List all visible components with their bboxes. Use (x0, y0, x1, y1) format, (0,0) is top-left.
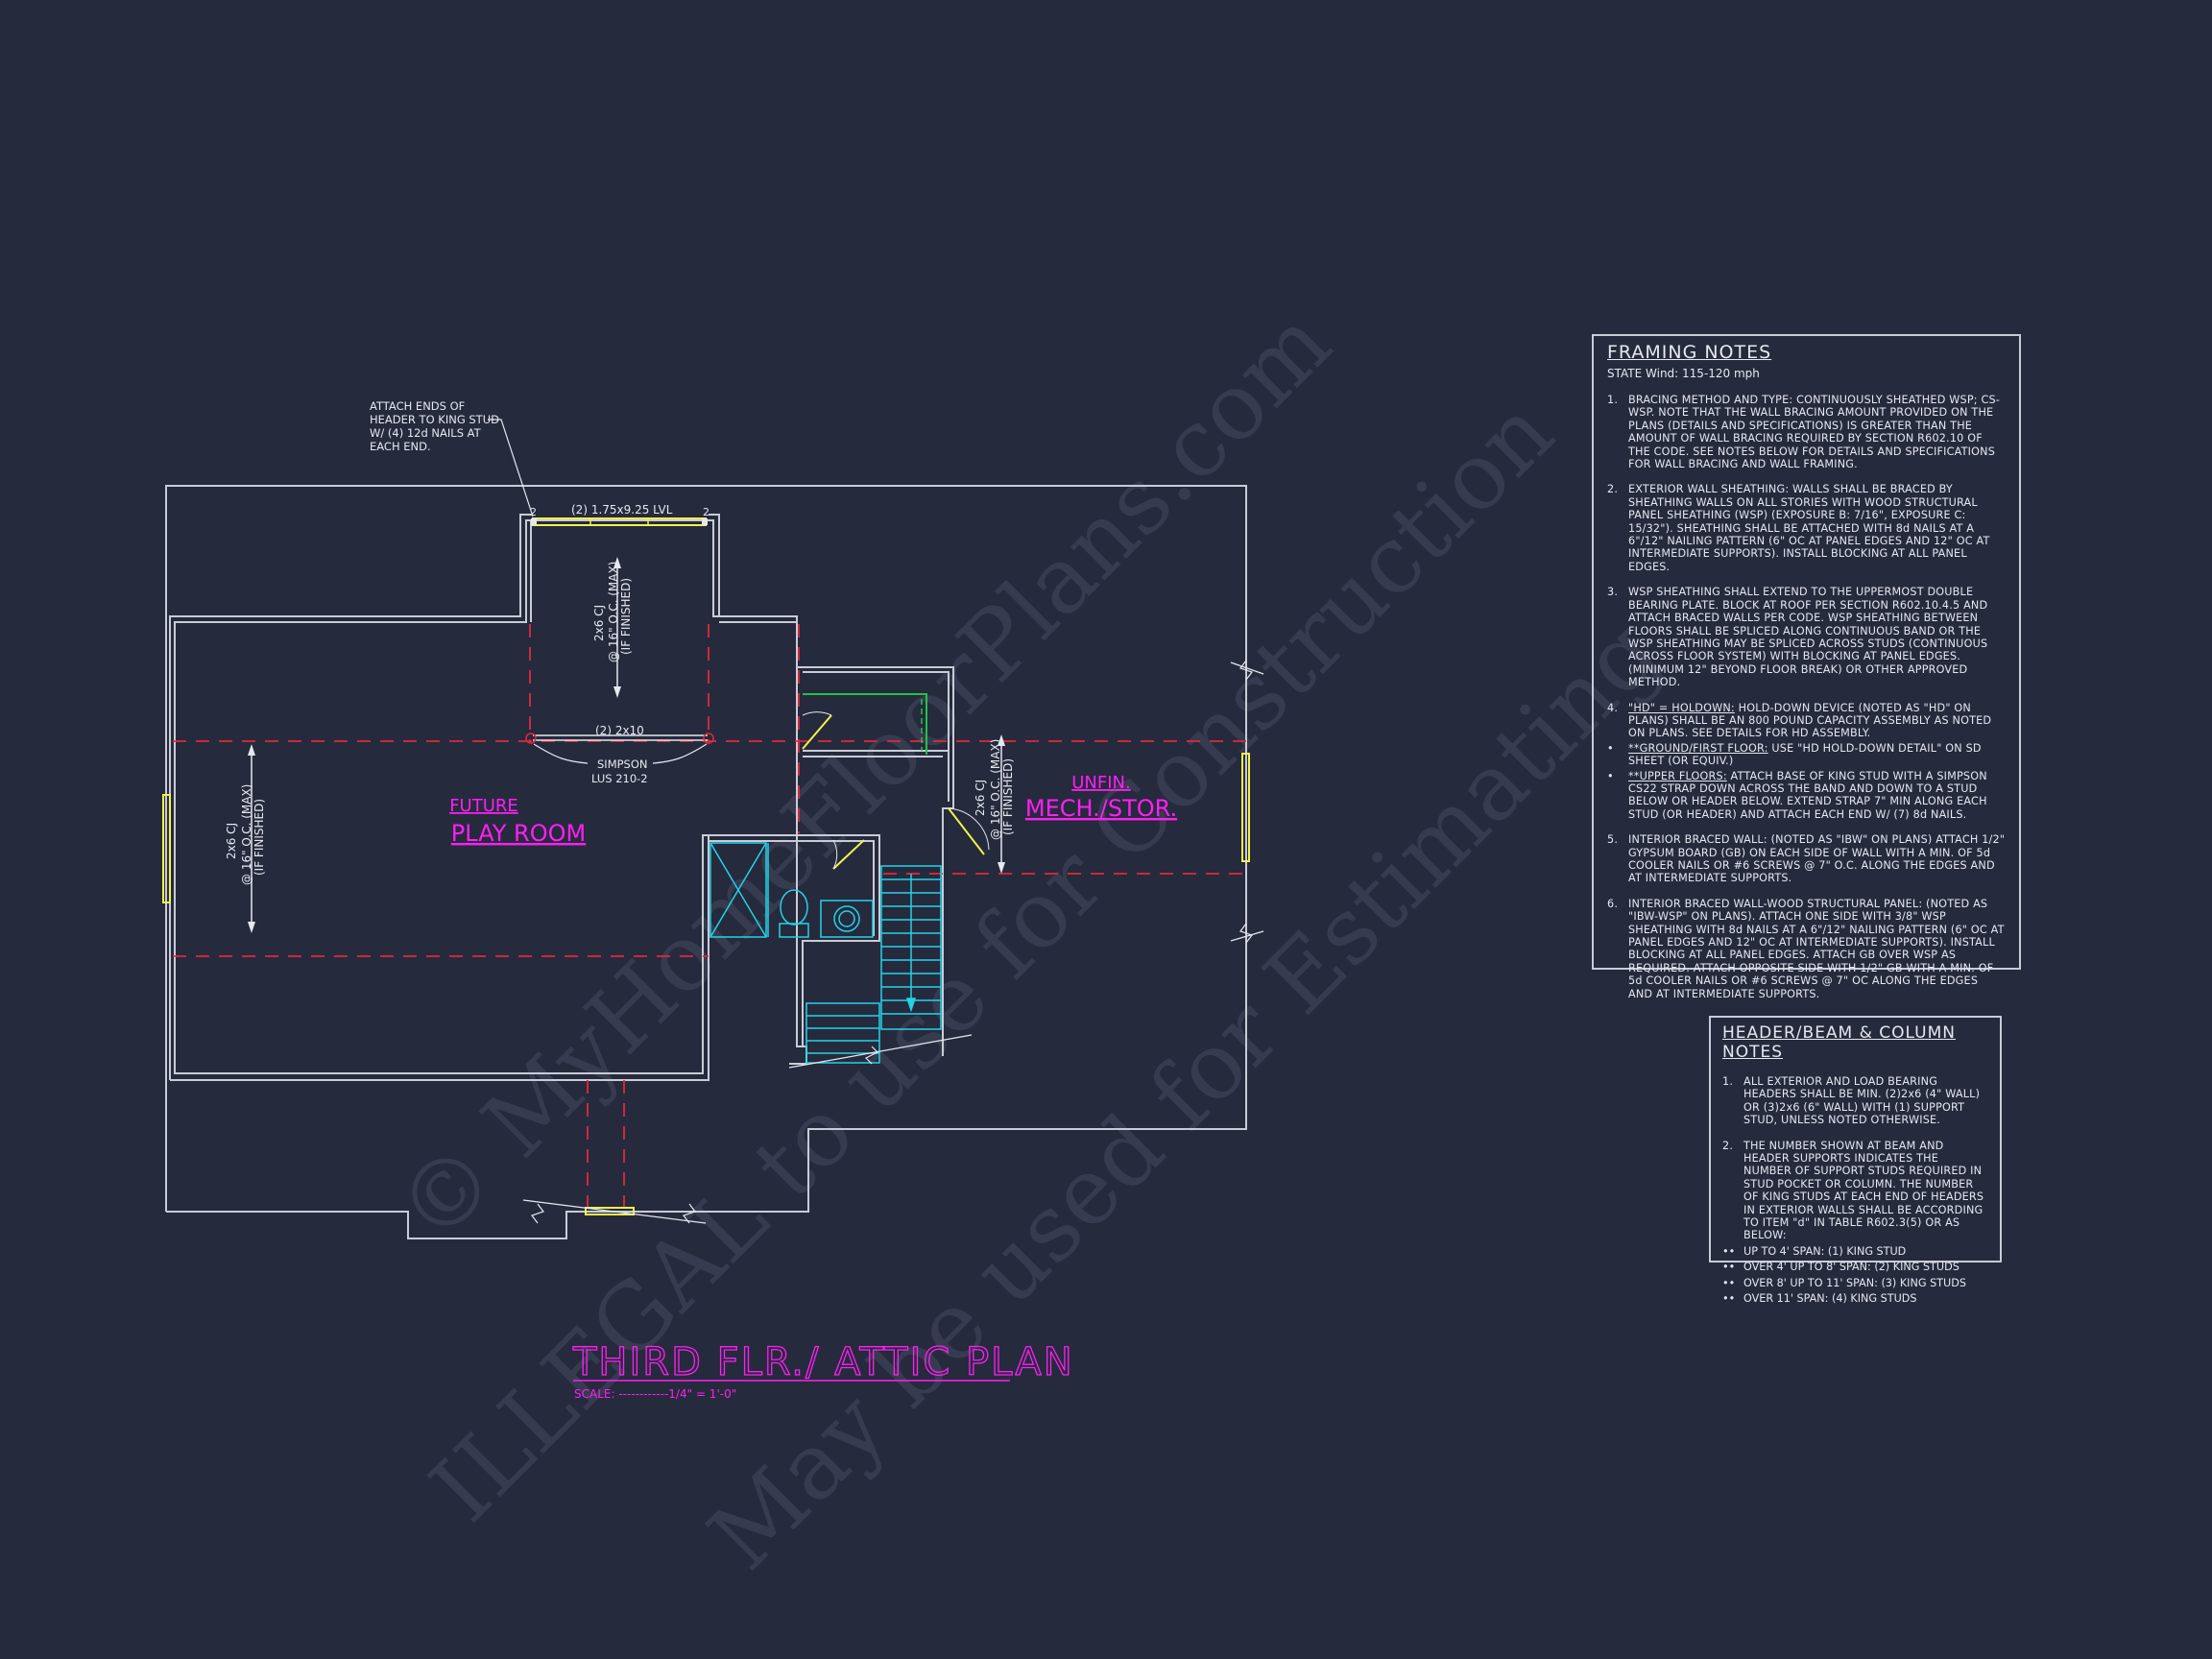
bath-door (832, 839, 865, 870)
beam-2x10: (2) 2x10 SIMPSON LUS 210-2 (525, 724, 714, 785)
header-note: ATTACH ENDS OF HEADER TO KING STUD W/ (4… (370, 399, 534, 517)
plan-title: THIRD FLR./ ATTIC PLAN (572, 1340, 1074, 1384)
room-mech-line-2: MECH./STOR. (1025, 795, 1177, 822)
joist-right-spacing: @ 16" O.C. (MAX) (989, 739, 1002, 840)
joist-right-size: 2x6 CJ (974, 780, 987, 816)
header-bullet: •• OVER 8' UP TO 11' SPAN: (3) KING STUDS (1722, 1277, 1988, 1289)
framing-note-4a: • **GROUND/FIRST FLOOR: USE "HD HOLD-DOWN… (1607, 742, 2006, 768)
room-play-line-1: FUTURE (449, 796, 518, 816)
framing-note-number: 6. (1607, 897, 1619, 910)
stud-count-right: 2 (703, 506, 709, 518)
bullet-mark: •• (1722, 1276, 1736, 1289)
joist-top-note: (IF FINISHED) (619, 578, 633, 655)
joist-span-left: 2x6 CJ @ 16" O.C. (MAX) (IF FINISHED) (225, 744, 266, 933)
header-note-line-2: HEADER TO KING STUD (370, 413, 499, 426)
plan-title-block: THIRD FLR./ ATTIC PLAN SCALE: ----------… (571, 1339, 1074, 1401)
bullet-text: OVER 8' UP TO 11' SPAN: (3) KING STUDS (1743, 1276, 1966, 1289)
framing-note-4: 4. "HD" = HOLDOWN: HOLD-DOWN DEVICE (NOTE… (1607, 702, 2006, 740)
header-bullet: •• UP TO 4' SPAN: (1) KING STUD (1722, 1245, 1988, 1258)
room-mech-line-1: UNFIN. (1071, 773, 1131, 793)
joist-span-right: 2x6 CJ @ 16" O.C. (MAX) (IF FINISHED) (974, 734, 1015, 874)
framing-note-5: 5. INTERIOR BRACED WALL: (NOTED AS "IBW" … (1607, 833, 2006, 885)
stud-count-left: 2 (530, 506, 537, 518)
header-note-2: 2. THE NUMBER SHOWN AT BEAM AND HEADER SU… (1722, 1140, 1988, 1242)
framing-note-text: INTERIOR BRACED WALL-WOOD STRUCTURAL PAN… (1628, 897, 2005, 1000)
lvl-header: (2) 1.75x9.25 LVL 2 2 (530, 503, 709, 526)
framing-note-number: 3. (1607, 586, 1619, 599)
header-note-1: 1. ALL EXTERIOR AND LOAD BEARING HEADERS … (1722, 1075, 1988, 1127)
framing-note-lead: **GROUND/FIRST FLOOR: (1628, 741, 1768, 755)
framing-notes-title: FRAMING NOTES (1607, 342, 1772, 363)
shower (709, 842, 767, 938)
framing-note-text: EXTERIOR WALL SHEATHING: WALLS SHALL BE … (1628, 483, 1990, 573)
joist-right-note: (IF FINISHED) (1001, 758, 1015, 835)
closet (802, 693, 927, 755)
hanger-label-2: LUS 210-2 (591, 772, 648, 785)
room-labels: FUTURE PLAY ROOM UNFIN. MECH./STOR. (449, 773, 1177, 847)
header-note-line-4: EACH END. (370, 440, 431, 453)
room-play-line-2: PLAY ROOM (451, 820, 586, 847)
bullet-text: OVER 4' UP TO 8' SPAN: (2) KING STUDS (1743, 1261, 1960, 1274)
framing-note-lead: "HD" = HOLDOWN: (1628, 701, 1735, 714)
joist-left-spacing: @ 16" O.C. (MAX) (240, 784, 253, 885)
framing-note-lead: **UPPER FLOORS: (1628, 769, 1727, 782)
framing-note-text: BRACING METHOD AND TYPE: CONTINUOUSLY SH… (1628, 394, 2001, 471)
framing-note-text: ATTACH BASE OF KING STUD WITH A SIMPSON … (1628, 769, 1987, 821)
bathroom-fixtures (709, 842, 874, 938)
framing-note-text: USE "HD HOLD-DOWN DETAIL" ON SD SHEET (O… (1628, 741, 1982, 768)
framing-note-number: 1. (1607, 394, 1619, 406)
header-note-line-1: ATTACH ENDS OF (370, 399, 465, 413)
header-notes-title: HEADER/BEAM & COLUMN NOTES (1722, 1023, 1956, 1062)
wall-openings (162, 753, 1250, 1215)
joist-left-note: (IF FINISHED) (252, 799, 266, 876)
framing-note-text: HOLD-DOWN DEVICE (NOTED AS "HD" ON PLANS… (1628, 701, 1992, 740)
header-bullet: •• OVER 11' SPAN: (4) KING STUDS (1722, 1292, 1988, 1305)
joist-top-spacing: @ 16" O.C. (MAX) (607, 562, 620, 662)
header-note-number: 2. (1722, 1139, 1734, 1152)
framing-notes-subtitle: STATE Wind: 115-120 mph (1607, 367, 1760, 380)
toilet (780, 889, 808, 926)
header-notes-panel: HEADER/BEAM & COLUMN NOTES 1. ALL EXTERIO… (1709, 1016, 2002, 1305)
bullet-text: UP TO 4' SPAN: (1) KING STUD (1743, 1244, 1907, 1258)
framing-note-1: 1. BRACING METHOD AND TYPE: CONTINUOUSLY … (1607, 394, 2006, 470)
lvl-label: (2) 1.75x9.25 LVL (571, 503, 673, 517)
header-note-line-3: W/ (4) 12d NAILS AT (370, 426, 482, 440)
framing-note-6: 6. INTERIOR BRACED WALL-WOOD STRUCTURAL P… (1607, 898, 2006, 1000)
header-note-number: 1. (1722, 1075, 1734, 1088)
beam-label: (2) 2x10 (595, 724, 644, 737)
framing-note-text: INTERIOR BRACED WALL: (NOTED AS "IBW" ON… (1628, 833, 2006, 885)
framing-note-bullet: • (1607, 769, 1614, 782)
break-marks (522, 660, 1264, 1224)
mech-door (948, 807, 990, 855)
watermark: © MyHomeFloorPlans.com ILLEGAL to use fo… (376, 289, 1679, 1590)
sink (820, 900, 874, 938)
framing-note-4b: • **UPPER FLOORS: ATTACH BASE OF KING STU… (1607, 770, 2006, 822)
framing-note-number: 5. (1607, 833, 1619, 847)
framing-note-number: 2. (1607, 483, 1619, 496)
header-note-text: ALL EXTERIOR AND LOAD BEARING HEADERS SH… (1743, 1075, 1981, 1127)
framing-note-number: 4. (1607, 701, 1619, 714)
bullet-mark: •• (1722, 1244, 1736, 1258)
exterior-walls (165, 485, 1247, 1239)
dashed-framing-lines (173, 624, 1246, 1212)
framing-note-3: 3. WSP SHEATHING SHALL EXTEND TO THE UPPE… (1607, 586, 2006, 688)
joist-span-top: 2x6 CJ @ 16" O.C. (MAX) (IF FINISHED) (592, 557, 633, 698)
framing-note-text: WSP SHEATHING SHALL EXTEND TO THE UPPERM… (1628, 586, 1988, 689)
framing-notes-panel: FRAMING NOTES STATE Wind: 115-120 mph 1.… (1592, 334, 2021, 1000)
header-bullet: •• OVER 4' UP TO 8' SPAN: (2) KING STUDS (1722, 1261, 1988, 1273)
header-note-text: THE NUMBER SHOWN AT BEAM AND HEADER SUPP… (1743, 1139, 1984, 1242)
plan-scale: SCALE: ------------1/4" = 1'-0" (574, 1387, 736, 1401)
bullet-text: OVER 11' SPAN: (4) KING STUDS (1743, 1292, 1917, 1306)
joist-top-size: 2x6 CJ (592, 605, 606, 641)
joist-left-size: 2x6 CJ (225, 823, 238, 859)
bullet-mark: •• (1722, 1292, 1736, 1306)
framing-note-bullet: • (1607, 741, 1614, 755)
framing-note-2: 2. EXTERIOR WALL SHEATHING: WALLS SHALL B… (1607, 483, 2006, 573)
hanger-label-1: SIMPSON (597, 757, 648, 771)
stairs (788, 865, 973, 1069)
bullet-mark: •• (1722, 1261, 1736, 1274)
